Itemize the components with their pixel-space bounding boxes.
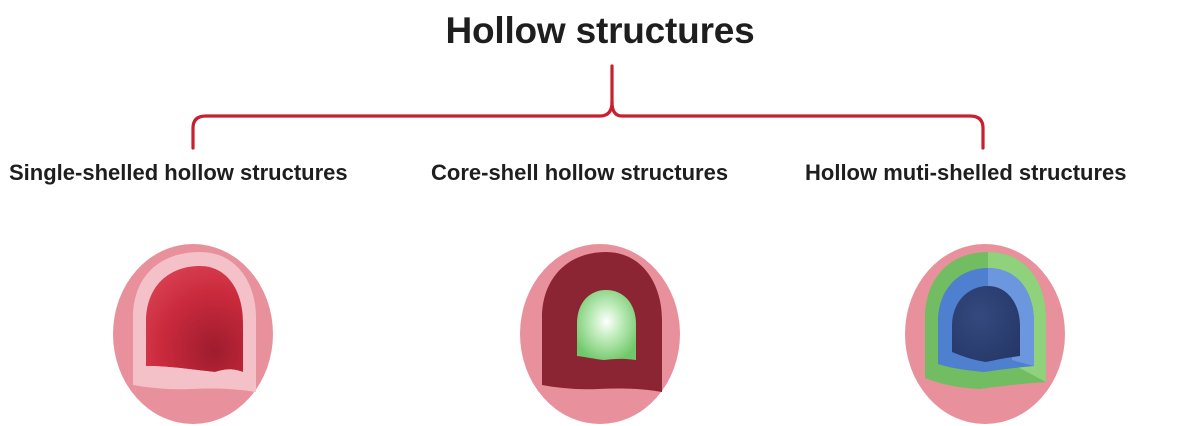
bracket-left-arm	[191, 100, 614, 150]
blue-shell-highlight	[988, 268, 1034, 366]
core-shell-sphere	[520, 244, 680, 424]
bracket-right-arm	[620, 114, 985, 150]
multi-shelled-sphere	[905, 244, 1065, 424]
diagram-title: Hollow structures	[445, 10, 755, 51]
navy-core	[952, 286, 1020, 362]
category-bracket	[191, 64, 985, 150]
bracket-stem	[610, 64, 624, 118]
single-shelled-sphere	[113, 244, 273, 424]
interior-cut-edge	[146, 366, 243, 377]
green-core	[577, 290, 636, 360]
category-label-multi-shelled: Hollow muti-shelled structures	[805, 160, 1127, 185]
category-label-core-shell: Core-shell hollow structures	[431, 160, 729, 185]
category-label-single-shelled: Single-shelled hollow structures	[9, 160, 348, 185]
red-interior	[146, 266, 243, 372]
